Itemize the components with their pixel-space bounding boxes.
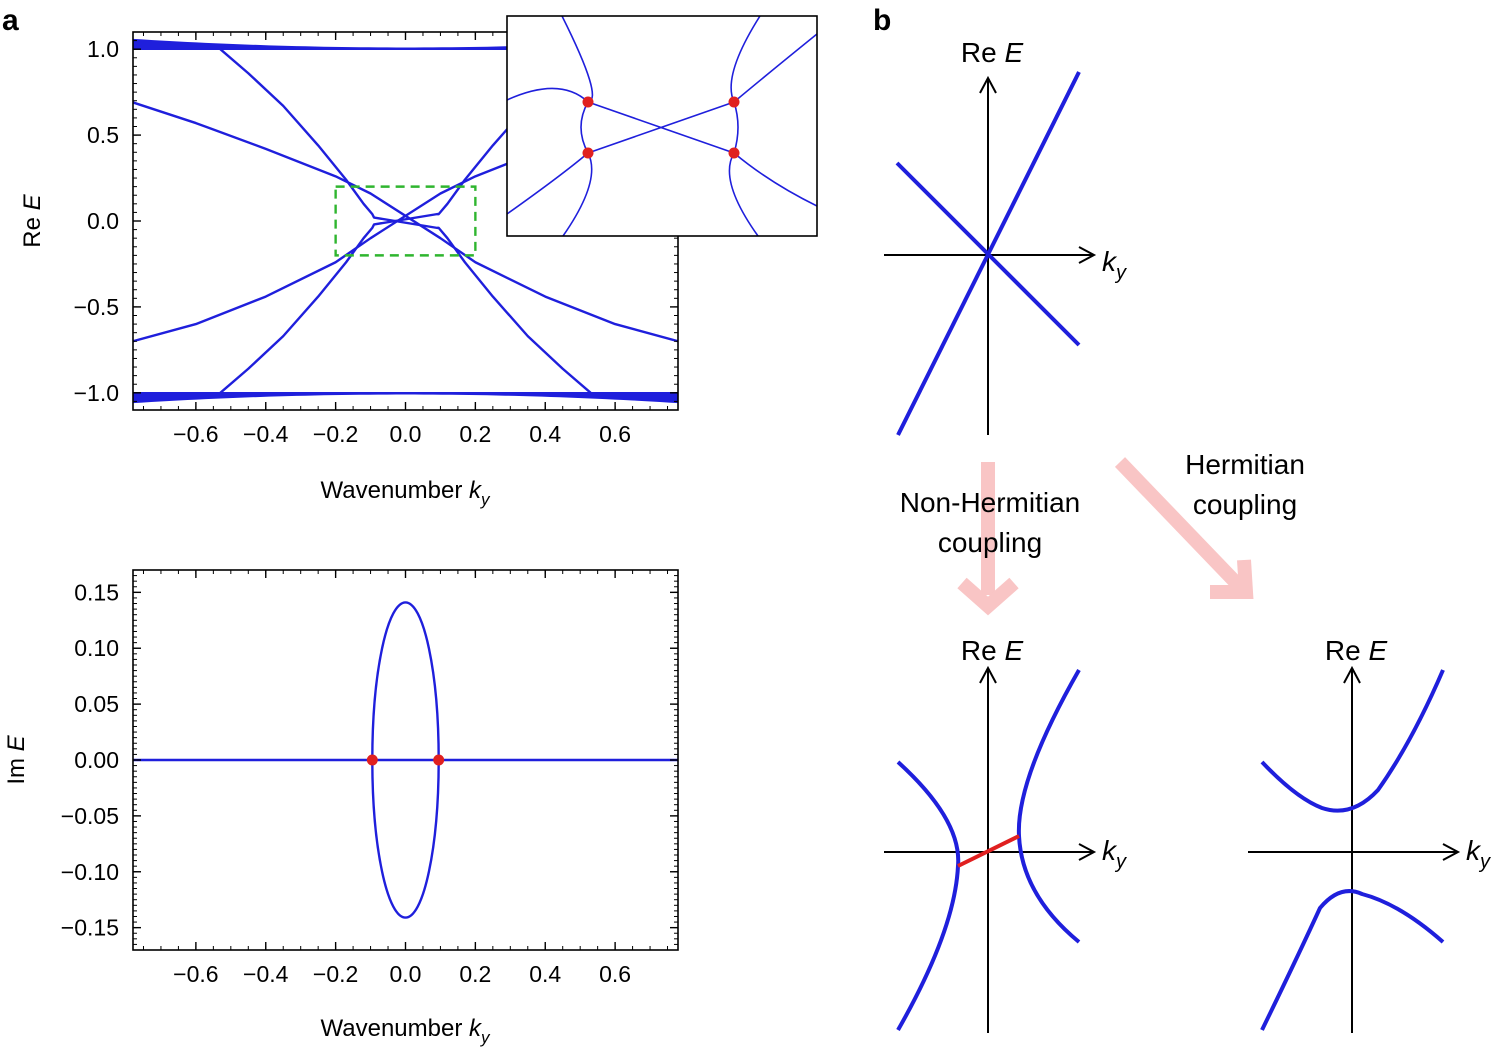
im-e-chart: −0.6 −0.4 −0.2 0.0 0.2 0.4 0.6 0.15 0.10 0.05 0.0…: [3, 569, 679, 1047]
y-tick-label: 0.05: [74, 691, 119, 717]
schem-h-y-arrowhead: [1343, 665, 1361, 684]
hermitian-arrow-head: [1210, 559, 1254, 599]
inset-ep-point: [728, 96, 740, 108]
y-tick-label: −0.05: [61, 803, 119, 829]
inset-ep-point: [582, 147, 594, 159]
exceptional-point: [433, 754, 445, 766]
x-tick-label: 0.6: [599, 421, 631, 447]
inset-frame: [506, 15, 818, 237]
zoom-box: [334, 185, 477, 257]
im-e-ep-points: [366, 754, 445, 766]
re-e-y-axis-label: Re E: [19, 193, 46, 247]
y-tick-label: 0.5: [87, 122, 119, 148]
non-hermitian-label-line1: Non-Hermitian: [900, 487, 1081, 518]
re-e-x-tick-labels: −0.6 −0.4 −0.2 0.0 0.2 0.4 0.6: [173, 421, 631, 447]
hermitian-label-line1: Hermitian: [1185, 449, 1305, 480]
y-tick-label: 1.0: [87, 36, 119, 62]
schem-nh-y-arrowhead: [979, 665, 997, 684]
inset-ep-point: [582, 96, 594, 108]
x-tick-label: −0.4: [243, 961, 289, 987]
lower-bulk-band: [133, 391, 678, 404]
non-hermitian-arrow-head: [957, 577, 1019, 616]
im-e-y-tick-labels: 0.15 0.10 0.05 0.00 −0.05 −0.10 −0.15: [61, 579, 119, 940]
hermitian-label-line2: coupling: [1193, 489, 1297, 520]
schem-h-band-upper: [1260, 669, 1445, 813]
schem-nh-band-right: [1016, 669, 1081, 944]
schem-top-band-2: [895, 161, 1081, 347]
y-tick-label: 0.15: [74, 579, 119, 605]
hermitian-arrow-shaft: [1114, 457, 1249, 595]
zoom-inset: [506, 15, 818, 237]
x-tick-label: 0.2: [459, 961, 491, 987]
y-tick-label: 0.10: [74, 635, 119, 661]
schem-nh-y-label: Re E: [961, 635, 1024, 666]
edge-state-curve-3: [219, 48, 592, 394]
schem-h-x-arrowhead: [1442, 843, 1461, 861]
x-tick-label: 0.0: [390, 961, 422, 987]
im-e-x-axis-label: Wavenumber ky: [320, 1015, 491, 1047]
schem-nh-x-label: ky: [1102, 835, 1127, 873]
schem-top-x-label: ky: [1102, 246, 1127, 284]
schem-h-y-label: Re E: [1325, 635, 1388, 666]
transition-arrows: Non-Hermitian coupling Hermitian couplin…: [900, 449, 1305, 616]
re-e-y-tick-labels: 1.0 0.5 0.0 −0.5 −1.0: [74, 36, 119, 406]
schem-nh-band-left: [896, 760, 961, 1031]
x-tick-label: −0.2: [313, 421, 358, 447]
schematic-non-hermitian: Re E ky: [884, 635, 1127, 1033]
y-tick-label: 0.0: [87, 208, 119, 234]
im-e-x-tick-labels: −0.6 −0.4 −0.2 0.0 0.2 0.4 0.6: [173, 961, 631, 987]
x-tick-label: −0.6: [173, 421, 218, 447]
inset-curve-left-lower: [507, 152, 589, 215]
schem-top-x-arrowhead: [1078, 246, 1097, 264]
inset-crossing-line-2: [587, 101, 735, 154]
x-tick-label: −0.6: [173, 961, 218, 987]
x-tick-label: 0.4: [529, 421, 561, 447]
im-e-ticks: [133, 569, 678, 951]
y-tick-label: −0.5: [74, 294, 119, 320]
schematic-linear-crossing: Re E ky: [884, 37, 1127, 436]
inset-ep-point: [728, 147, 740, 159]
x-tick-label: 0.2: [459, 421, 491, 447]
inset-curve-left-outer: [561, 16, 594, 236]
im-e-y-axis-label: Im E: [3, 734, 30, 784]
schematic-hermitian: Re E ky: [1248, 635, 1491, 1033]
schem-top-y-arrowhead: [979, 75, 997, 94]
re-e-x-axis-label: Wavenumber ky: [320, 477, 491, 509]
panel-label-b: b: [873, 4, 891, 37]
im-e-curves: [133, 601, 678, 919]
schem-top-y-label: Re E: [961, 37, 1024, 68]
x-tick-label: 0.6: [599, 961, 631, 987]
x-tick-label: 0.0: [390, 421, 422, 447]
x-tick-label: 0.4: [529, 961, 561, 987]
schem-nh-x-arrowhead: [1078, 843, 1097, 861]
x-tick-label: −0.2: [313, 961, 358, 987]
inset-curve-left-upper: [507, 87, 589, 103]
panel-label-a: a: [2, 4, 19, 37]
exceptional-point: [366, 754, 378, 766]
inset-curve-right-upper: [733, 33, 817, 103]
y-tick-label: −0.15: [61, 915, 119, 941]
schem-h-x-label: ky: [1466, 835, 1491, 873]
schem-nh-ep-line: [957, 834, 1020, 868]
schem-h-band-lower: [1260, 889, 1445, 1031]
inset-curve-right-outer: [728, 16, 761, 236]
y-tick-label: 0.00: [74, 747, 119, 773]
non-hermitian-label-line2: coupling: [938, 527, 1042, 558]
inset-curve-right-lower: [733, 152, 817, 207]
y-tick-label: −0.10: [61, 859, 119, 885]
x-tick-label: −0.4: [243, 421, 289, 447]
y-tick-label: −1.0: [74, 380, 119, 406]
